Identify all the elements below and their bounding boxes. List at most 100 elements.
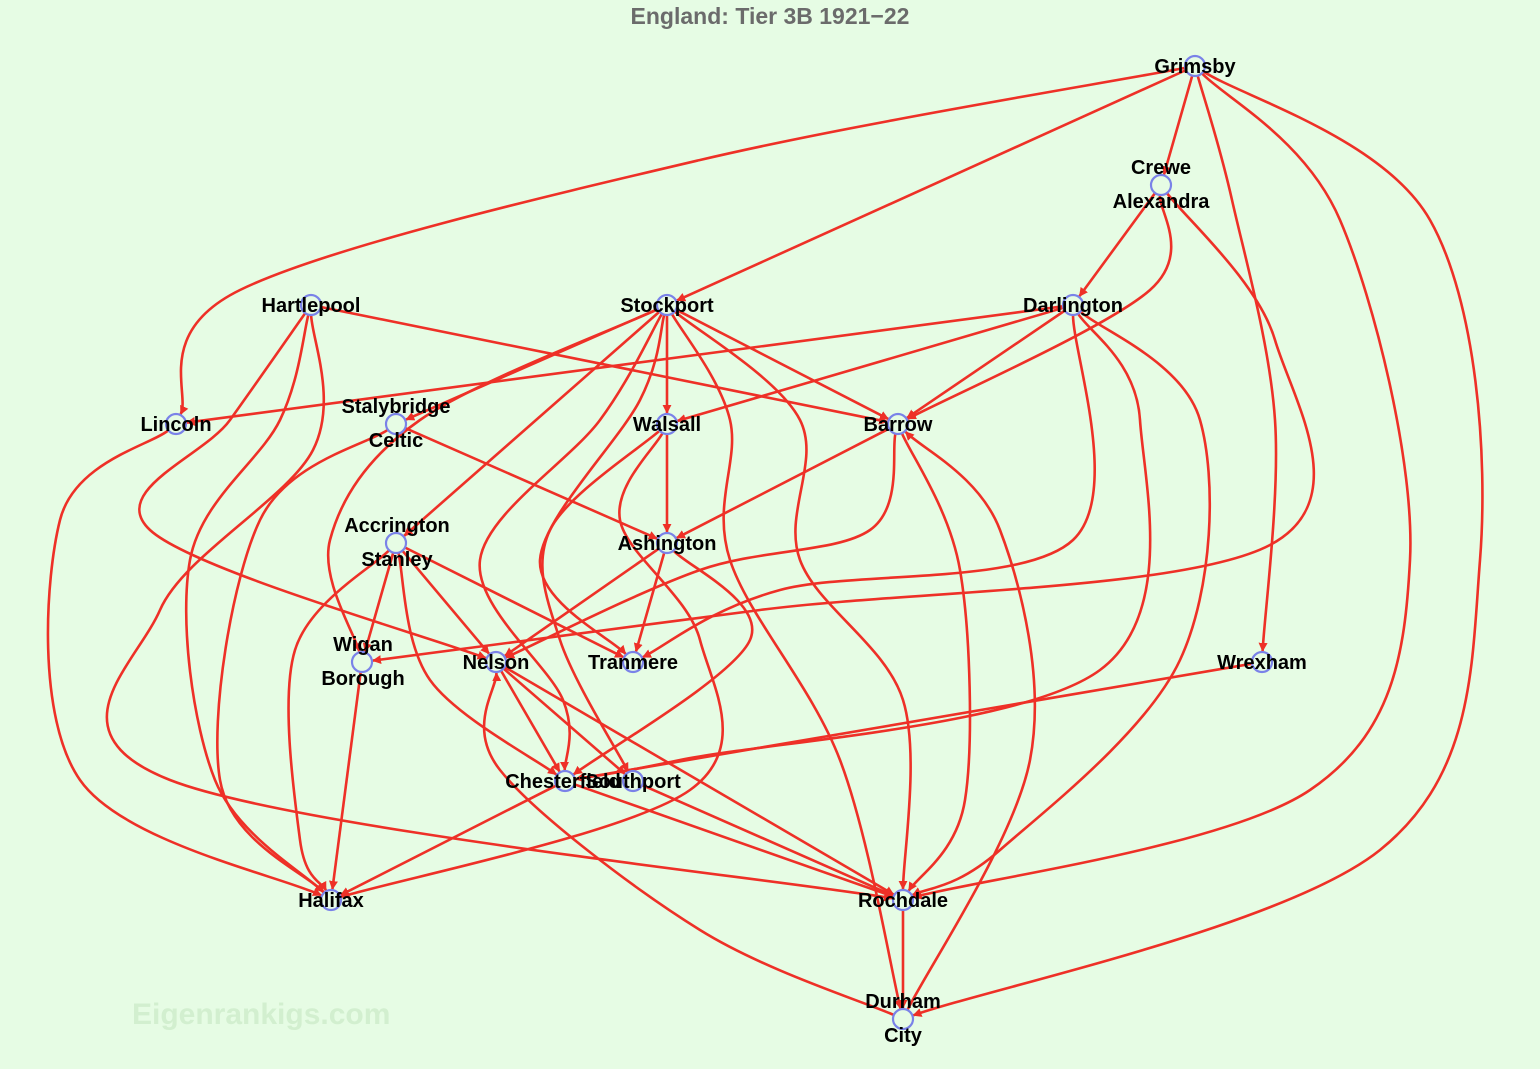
node-circle-ashington	[655, 531, 679, 555]
node-label-nelson: Nelson	[463, 652, 530, 674]
node-circle-nelson	[484, 650, 508, 674]
edge-stockport-to-durham	[670, 313, 903, 1010]
node-circle-hartlepool	[299, 293, 323, 317]
node-label-halifax: Halifax	[298, 890, 364, 912]
edge-chesterfield-to-halifax	[340, 784, 557, 897]
diagram-title: England: Tier 3B 1921−22	[631, 3, 910, 29]
node-label-crewe: Crewe	[1131, 157, 1191, 179]
node-label-stalybridge: Celtic	[369, 430, 423, 452]
edge-crewe-to-darlington	[1078, 192, 1157, 297]
node-circle-darlington	[1061, 293, 1085, 317]
node-wrexham: Wrexham	[1217, 650, 1307, 674]
watermark: Eigenrankigs.com	[132, 998, 390, 1031]
node-hartlepool: Hartlepool	[262, 293, 361, 317]
edge-accrington-to-nelson	[401, 549, 490, 655]
edge-wigan-to-halifax	[329, 671, 362, 890]
edge-accrington-to-wigan	[362, 552, 395, 653]
node-stockport: Stockport	[620, 293, 714, 317]
edge-darlington-to-rochdale	[911, 310, 1212, 897]
node-circle-crewe	[1149, 173, 1173, 197]
edge-grimsby-to-rochdale	[912, 72, 1412, 900]
node-circle-chesterfield	[553, 769, 577, 793]
edge-durham-to-barrow	[904, 431, 1037, 1011]
edge-stockport-to-barrow	[675, 308, 890, 421]
node-label-chesterfield: Chesterfield	[505, 771, 621, 793]
edge-stockport-to-accrington	[403, 310, 661, 537]
edge-wrexham-to-chesterfield	[574, 662, 1253, 783]
node-halifax: Halifax	[298, 888, 364, 912]
edge-barrow-to-nelson	[505, 433, 897, 659]
node-circle-walsall	[655, 412, 679, 436]
node-label-ashington: Ashington	[618, 533, 717, 555]
edge-lincoln-to-halifax	[46, 429, 322, 897]
node-circle-wigan	[350, 650, 374, 674]
node-label-rochdale: Rochdale	[858, 890, 948, 912]
edge-stockport-to-rochdale	[673, 310, 912, 890]
edge-stockport-to-chesterfield	[478, 312, 664, 771]
node-label-stalybridge: Stalybridge	[342, 396, 451, 418]
edge-hartlepool-to-rochdale	[105, 314, 894, 902]
edge-darlington-to-lincoln	[186, 305, 1064, 426]
node-label-lincoln: Lincoln	[140, 414, 211, 436]
node-circle-rochdale	[891, 888, 915, 912]
edge-darlington-to-barrow	[906, 309, 1066, 419]
node-circle-grimsby	[1183, 54, 1207, 78]
node-label-walsall: Walsall	[633, 414, 701, 436]
node-nelson: Nelson	[463, 650, 530, 674]
edge-grimsby-to-lincoln	[179, 66, 1186, 415]
node-label-barrow: Barrow	[864, 414, 933, 436]
node-rochdale: Rochdale	[858, 888, 948, 912]
node-label-durham: Durham	[865, 991, 941, 1013]
node-circle-southport	[621, 769, 645, 793]
node-label-darlington: Darlington	[1023, 295, 1123, 317]
edge-layer	[46, 66, 1484, 1017]
edge-hartlepool-to-barrow	[320, 305, 889, 425]
node-label-accrington: Accrington	[344, 515, 450, 537]
node-label-hartlepool: Hartlepool	[262, 295, 361, 317]
edge-hartlepool-to-halifax	[184, 314, 325, 893]
node-label-accrington: Stanley	[361, 549, 433, 571]
edge-nelson-to-rochdale	[503, 665, 895, 896]
node-circle-stockport	[655, 293, 679, 317]
edge-grimsby-to-stockport	[676, 68, 1187, 302]
node-barrow: Barrow	[864, 412, 933, 436]
node-label-wrexham: Wrexham	[1217, 652, 1307, 674]
edge-nelson-to-southport	[502, 667, 626, 775]
node-grimsby: Grimsby	[1154, 54, 1236, 78]
node-chesterfield: Chesterfield	[505, 769, 621, 793]
node-circle-durham	[891, 1007, 915, 1031]
node-label-crewe: Alexandra	[1113, 191, 1211, 213]
node-label-grimsby: Grimsby	[1154, 56, 1236, 78]
node-circle-halifax	[319, 888, 343, 912]
node-circle-wrexham	[1250, 650, 1274, 674]
edge-accrington-to-halifax	[287, 549, 391, 892]
edge-accrington-to-tranmere	[404, 546, 624, 659]
edge-durham-to-nelson	[482, 672, 895, 1017]
edge-stalybridge-to-ashington	[404, 426, 658, 540]
edge-ashington-to-tranmere	[633, 552, 666, 653]
edge-stockport-to-wigan	[327, 308, 659, 653]
edge-stalybridge-to-halifax	[216, 428, 389, 893]
node-label-southport: Southport	[585, 771, 681, 793]
edge-southport-to-rochdale	[641, 783, 894, 897]
edge-chesterfield-to-rochdale	[574, 783, 894, 898]
edge-grimsby-to-crewe	[1161, 75, 1194, 176]
node-circle-barrow	[886, 412, 910, 436]
node-label-tranmere: Tranmere	[588, 652, 678, 674]
edge-walsall-to-halifax	[340, 432, 724, 899]
edge-darlington-to-walsall	[676, 306, 1064, 423]
edge-stockport-to-tranmere	[538, 314, 666, 655]
node-ashington: Ashington	[618, 531, 717, 555]
edge-barrow-to-rochdale	[900, 432, 972, 892]
node-southport: Southport	[585, 769, 681, 793]
node-label-wigan: Borough	[321, 668, 404, 690]
node-circle-accrington	[384, 531, 408, 555]
edge-ashington-to-nelson	[504, 547, 660, 657]
edge-walsall-to-southport	[541, 429, 661, 773]
